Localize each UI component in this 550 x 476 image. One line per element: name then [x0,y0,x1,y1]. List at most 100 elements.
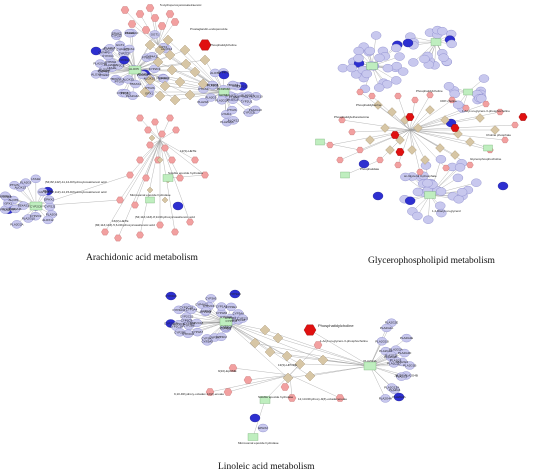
compound-node [127,20,137,28]
gene-label: PLA2G4A [2,208,15,212]
node-label: (5Z,11Z,14Z)-8,9-Dihydroxyicosatrienoic … [135,215,195,219]
reaction-node [272,332,284,344]
gene-node [218,70,230,80]
gene-node [353,46,364,56]
gene-node [370,31,382,40]
gene-label: PTGIS [115,79,124,83]
node-label: 13(S)-HPODE [278,363,297,367]
network-edge [341,119,411,131]
network-edge [409,129,456,156]
gene-node [412,187,424,197]
compound-node [395,148,405,156]
gene-node [146,52,158,61]
compound-node [198,39,212,51]
gene-label: CYP2U1 [118,58,130,62]
network-edge [409,109,431,131]
gene-label: PLA2G5 [20,181,32,185]
gene-label: CYP4F2 [98,70,110,74]
compound-node [205,388,215,396]
network-edge [185,63,225,93]
gene-label: PTGIS [10,183,19,187]
gene-label: PLA2G2E [400,336,413,340]
reaction-node [475,113,485,123]
gene-label: ALOX5 [129,67,139,71]
gene-node [114,77,125,86]
gene-node [149,30,160,39]
network-edge [397,95,411,131]
network-edge [131,23,159,46]
node-label: Phosphatidylcholine [210,43,237,47]
gene-label: PLA2G2F [384,355,397,359]
gene-label: ALOX12 [228,118,240,122]
gene-label: PLA2G10 [250,94,263,98]
reaction-node [317,354,329,366]
gene-label: CYP3A4 [186,308,198,312]
node-label: 1,2-Diacyl-sn-glycerol [432,209,461,213]
network-edge [369,365,386,399]
gene-node [37,187,48,197]
compound-node [313,341,323,349]
gene-label: PLA2G2A [241,94,254,98]
gene-label: PTGS1 [229,95,239,99]
gene-label: EPHX2 [258,426,268,430]
gene-label: ALOX12 [99,67,111,71]
gene-label: CYP3A5 [205,296,217,300]
gene-label: CYP2C9 [149,67,161,71]
compound-node [228,364,238,372]
gene-node [449,89,460,99]
network-edge [299,363,371,367]
reaction-node [281,350,293,362]
network-edge [369,129,411,141]
reaction-node [174,76,186,88]
compound-node [405,113,415,121]
compound-node [131,201,139,209]
gene-label: CYP2E1 [225,305,237,309]
gene-node [104,44,115,53]
enzyme-hub-node [366,62,378,70]
reaction-node [162,34,174,46]
reaction-node [380,123,390,133]
gene-node [404,196,416,205]
gene-node [30,212,41,221]
compound-node [142,174,150,182]
network-edge [174,91,225,101]
gene-label: CYP4A11 [145,54,158,58]
gene-label: TBXAS1 [227,83,239,87]
gene-node [227,80,238,90]
network-edge [104,139,161,233]
gene-label: CYP3A4 [183,322,195,326]
gene-node [364,46,375,56]
enzyme-hub-node [340,171,350,179]
gene-label: CYP2C18 [180,306,194,310]
network-edge [359,129,411,151]
gene-label: PTGS2 [121,91,131,95]
gene-label: CYP2J2 [237,84,248,88]
gene-label: TBXAS1 [18,204,30,208]
network-edge [379,129,411,161]
gene-node [422,178,433,188]
network-edge [289,344,319,376]
caption-linoleic: Linoleic acid metabolism [218,462,315,472]
gene-node [197,97,209,107]
gene-node [216,96,228,105]
network-edge [117,139,161,239]
compound-node [518,113,528,121]
gene-node [205,294,217,303]
gene-label: CYP2J2 [105,60,116,64]
enzyme-hub-node [145,196,155,204]
gene-node [165,291,177,301]
gene-node [186,305,197,314]
gene-label: CYP2C18 [232,318,246,322]
reaction-node [465,137,475,147]
enzyme-hub-node [463,88,473,96]
gene-label: CYP4A11 [235,95,248,99]
compound-node [141,26,151,34]
network-edge [225,321,289,379]
gene-node [243,108,255,117]
gene-label: PLA2G10 [379,349,392,353]
gene-node [216,332,227,341]
compound-node [158,130,166,138]
gene-node [130,79,141,89]
compound-node [186,218,194,226]
